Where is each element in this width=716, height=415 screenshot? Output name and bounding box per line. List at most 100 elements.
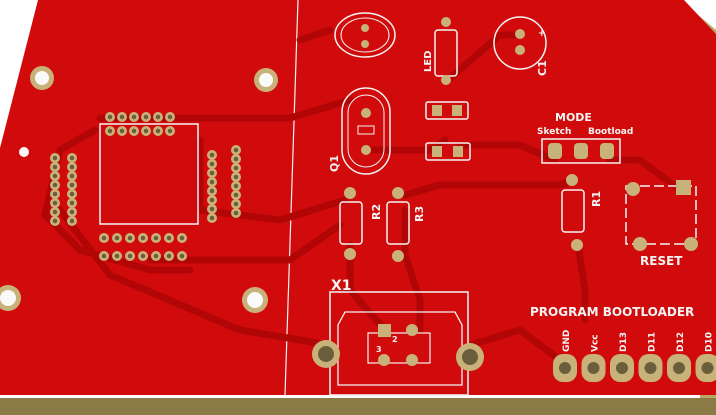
- header-pin: [581, 354, 606, 382]
- pin-hole: [52, 209, 58, 215]
- header-pin-label: D12: [676, 332, 686, 352]
- board-split-line: [284, 0, 299, 396]
- program-bootloader-header: PROGRAM BOOTLOADER GND Vcc D13 D11 D12 D10: [530, 305, 716, 382]
- pin-hole: [166, 235, 172, 241]
- pin-hole: [140, 235, 146, 241]
- pin-hole: [155, 128, 161, 134]
- resistor-r1: R1: [561, 174, 603, 251]
- pin-hole: [131, 128, 137, 134]
- pin-hole: [69, 200, 75, 206]
- mode-jumper: MODE Sketch Bootload: [537, 111, 633, 164]
- led-footprint: LED: [423, 17, 458, 85]
- r1-label: R1: [590, 191, 603, 207]
- pin-hole: [179, 235, 185, 241]
- pin-hole: [52, 191, 58, 197]
- reset-label: RESET: [640, 254, 683, 268]
- pin-hole: [209, 161, 215, 167]
- pin-hole: [233, 183, 239, 189]
- usb-pin-2-label: 2: [392, 335, 398, 344]
- crystal-top: [334, 12, 396, 58]
- jumper-pin: [548, 143, 562, 159]
- fiducial: [19, 147, 29, 157]
- pin-hole: [167, 128, 173, 134]
- pin-hole: [233, 147, 239, 153]
- pin-hole: [155, 114, 161, 120]
- header-pin-label: D10: [705, 332, 715, 352]
- resistor-r2: R2: [339, 187, 383, 260]
- pin-hole: [233, 165, 239, 171]
- pin-hole: [52, 164, 58, 170]
- c1-label: C1: [536, 60, 549, 76]
- header-pin: [667, 354, 691, 382]
- program-bootloader-title: PROGRAM BOOTLOADER: [530, 305, 694, 319]
- pin-hole: [69, 173, 75, 179]
- pin-hole: [209, 170, 215, 176]
- mounting-hole: [30, 66, 54, 90]
- header-pin: [638, 354, 663, 382]
- pin-hole: [114, 235, 120, 241]
- header-outline: [99, 123, 199, 225]
- pin-hole: [52, 173, 58, 179]
- pin-hole: [209, 179, 215, 185]
- pin-hole: [179, 253, 185, 259]
- header-pin-label: GND: [562, 330, 572, 352]
- pin-hole: [119, 128, 125, 134]
- pin-hole: [69, 155, 75, 161]
- jumper-pin: [600, 143, 614, 159]
- header-pin-label: D11: [648, 332, 658, 352]
- r2-label: R2: [370, 204, 383, 220]
- pin-hole: [167, 114, 173, 120]
- usb-connector-x1: X1 2 3: [312, 278, 484, 396]
- c1-polarity-mark: +: [538, 29, 546, 39]
- pin-hole: [69, 209, 75, 215]
- mounting-hole: [242, 287, 268, 313]
- pin-hole: [143, 128, 149, 134]
- pin-hole: [143, 114, 149, 120]
- pin-hole: [52, 218, 58, 224]
- pin-hole: [52, 182, 58, 188]
- header-pin: [610, 354, 634, 382]
- pin-hole: [209, 197, 215, 203]
- pin-hole: [140, 253, 146, 259]
- pin-hole: [153, 253, 159, 259]
- pin-hole: [209, 188, 215, 194]
- pin-hole: [209, 206, 215, 212]
- pin-hole: [233, 201, 239, 207]
- header-pin-label: Vcc: [591, 334, 601, 352]
- pin-hole: [209, 152, 215, 158]
- pin-hole: [153, 235, 159, 241]
- pin-hole: [52, 200, 58, 206]
- pin-hole: [233, 210, 239, 216]
- x1-label: X1: [331, 278, 352, 294]
- pin-hole: [69, 218, 75, 224]
- pin-hole: [233, 192, 239, 198]
- header-pin: [695, 354, 716, 382]
- pin-hole: [127, 253, 133, 259]
- board-edge-bottom: [0, 398, 716, 415]
- pin-hole: [233, 174, 239, 180]
- capacitor-c1: C1 +: [493, 16, 549, 76]
- board-surface: [0, 0, 716, 395]
- jumper-pin: [574, 143, 588, 159]
- q1-label: Q1: [328, 155, 341, 172]
- pin-hole: [119, 114, 125, 120]
- pin-hole: [107, 114, 113, 120]
- resistor-r3: R3: [386, 187, 426, 262]
- mounting-hole: [0, 285, 21, 311]
- pin-hole: [101, 235, 107, 241]
- pin-hole: [233, 156, 239, 162]
- capacitor-pair-upper: [425, 101, 469, 120]
- reset-switch: RESET: [625, 180, 698, 268]
- capacitor-pair-lower: [425, 142, 471, 161]
- pin-hole: [69, 164, 75, 170]
- mounting-hole: [254, 68, 278, 92]
- usb-pin-3-label: 3: [376, 345, 382, 354]
- r3-label: R3: [413, 206, 426, 222]
- header-pin-label: D13: [619, 332, 629, 352]
- crystal-q1: Q1: [328, 87, 391, 175]
- left-pin-header: [50, 112, 241, 261]
- pin-hole: [209, 215, 215, 221]
- pin-hole: [166, 253, 172, 259]
